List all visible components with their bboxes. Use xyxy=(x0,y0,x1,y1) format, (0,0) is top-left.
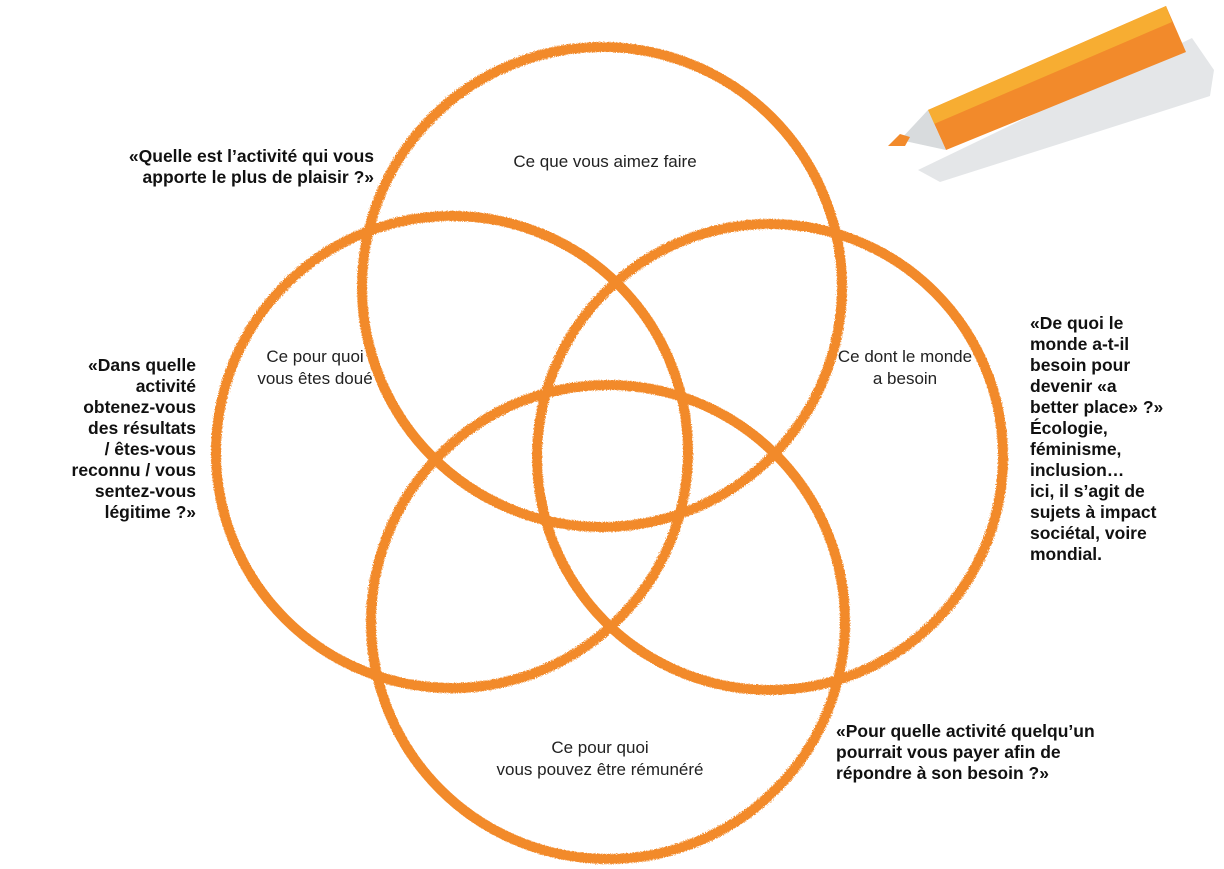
question-world-needs-line: sociétal, voire xyxy=(1030,523,1147,543)
question-world-needs-line: inclusion… xyxy=(1030,460,1125,480)
ring-top xyxy=(357,42,847,532)
question-world-needs-line: devenir «a xyxy=(1030,376,1117,396)
question-good-at-line: activité xyxy=(135,376,196,396)
question-world-needs-line: féminisme, xyxy=(1030,439,1122,459)
question-world-needs: «De quoi le monde a-t-il besoin pour dev… xyxy=(1030,313,1163,565)
question-good-at-line: / êtes-vous xyxy=(104,439,196,459)
question-love-line: «Quelle est l’activité qui vous xyxy=(128,146,374,166)
label-good-at-line: vous êtes doué xyxy=(257,369,373,388)
question-paid-for-line: pourrait vous payer afin de xyxy=(836,742,1061,762)
pencil-tip xyxy=(888,134,910,146)
label-good-at-line: Ce pour quoi xyxy=(266,347,364,366)
question-paid-for: «Pour quelle activité quelqu’un pourrait… xyxy=(836,721,1095,784)
question-good-at-line: légitime ?» xyxy=(104,502,196,522)
pencil-icon xyxy=(888,6,1214,182)
question-world-needs-line: ici, il s’agit de xyxy=(1030,481,1145,501)
ring-left xyxy=(211,211,693,693)
question-love: «Quelle est l’activité qui vous apporte … xyxy=(129,146,374,188)
label-paid-for-line: Ce pour quoi xyxy=(551,738,649,757)
label-love-line: Ce que vous aimez faire xyxy=(513,152,697,171)
label-good-at: Ce pour quoi vous êtes doué xyxy=(220,346,410,390)
question-good-at-line: «Dans quelle xyxy=(88,355,196,375)
label-world-needs-line: Ce dont le monde xyxy=(837,347,973,366)
question-good-at-line: sentez-vous xyxy=(94,481,196,501)
label-paid-for: Ce pour quoi vous pouvez être rémunéré xyxy=(460,737,740,781)
question-world-needs-line: besoin pour xyxy=(1030,355,1131,375)
pencil-wood xyxy=(900,110,946,150)
question-good-at: «Dans quelle activité obtenez-vous des r… xyxy=(72,355,196,523)
ring-right xyxy=(532,219,1008,695)
question-world-needs-line: monde a-t-il xyxy=(1030,334,1130,354)
pencil-shadow xyxy=(918,38,1214,182)
question-world-needs-line: mondial. xyxy=(1030,544,1102,564)
question-paid-for-line: «Pour quelle activité quelqu’un xyxy=(836,721,1095,741)
question-good-at-line: des résultats xyxy=(88,418,196,438)
question-world-needs-line: sujets à impact xyxy=(1030,502,1157,522)
question-good-at-line: reconnu / vous xyxy=(71,460,196,480)
label-world-needs-line: a besoin xyxy=(872,369,938,388)
label-paid-for-line: vous pouvez être rémunéré xyxy=(496,760,704,779)
question-world-needs-line: better place» ?» xyxy=(1030,397,1164,417)
label-love: Ce que vous aimez faire xyxy=(450,151,760,173)
ring-bottom xyxy=(366,380,850,864)
question-world-needs-line: Écologie, xyxy=(1030,418,1108,438)
question-good-at-line: obtenez-vous xyxy=(83,397,196,417)
question-world-needs-line: «De quoi le xyxy=(1030,313,1124,333)
question-paid-for-line: répondre à son besoin ?» xyxy=(836,763,1049,783)
label-world-needs: Ce dont le monde a besoin xyxy=(795,346,1015,390)
question-love-line: apporte le plus de plaisir ?» xyxy=(142,167,374,187)
pencil-stripe xyxy=(928,6,1172,124)
